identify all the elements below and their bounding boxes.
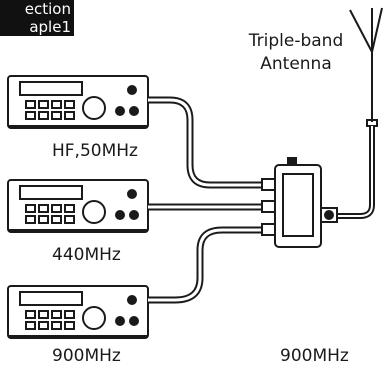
radio-label-440: 440MHz [52,245,121,265]
duplexer-label-900: 900MHz [280,346,349,366]
antenna-label-line1: Triple-band [248,31,344,51]
radio-label-hf50: HF,50MHz [52,141,138,161]
radio-900-icon [7,226,262,339]
antenna-label-line2: Antenna [260,54,332,74]
triplexer-icon [261,157,338,248]
radio-440-icon [7,179,262,233]
section-tag-line1: ection [0,0,74,18]
radio-hf50-icon [7,75,262,189]
antenna-icon [336,7,383,219]
section-tag-line2: aple1 [0,18,74,36]
radio-label-900: 900MHz [52,346,121,366]
